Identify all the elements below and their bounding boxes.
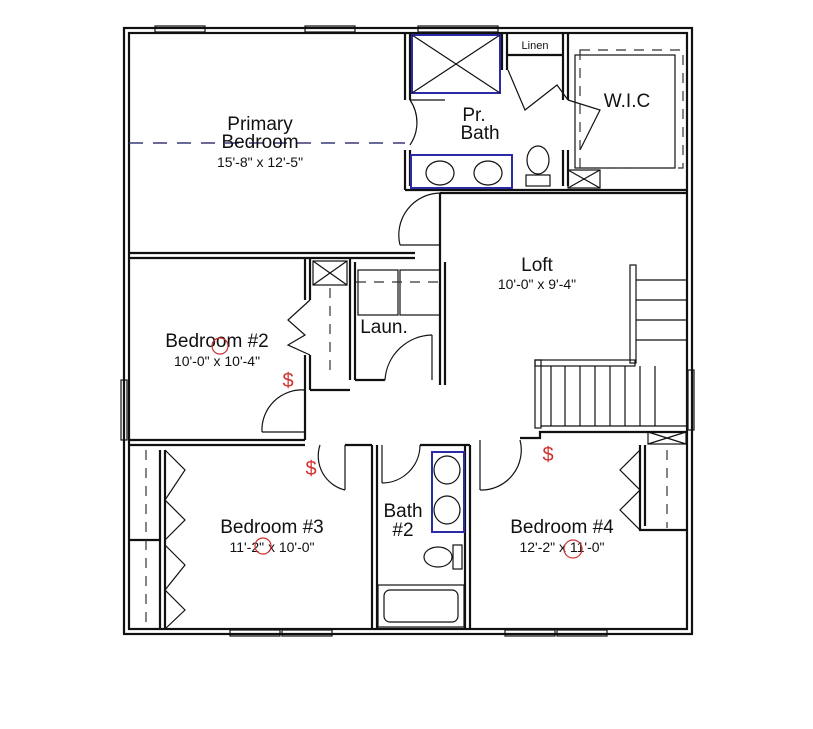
bedroom3-dims: 11'-2" x 10'-0": [229, 539, 314, 555]
bath-fixtures: [377, 34, 551, 628]
staircase: [534, 264, 687, 429]
ceiling-fixture-icon: [254, 537, 272, 555]
bath2-label-2: #2: [392, 520, 413, 541]
bedroom4-dims: 12'-2" x 11'-0": [519, 539, 604, 555]
bedroom2-label: Bedroom #2: [165, 331, 269, 352]
primary-bath-label: Pr.: [462, 105, 485, 126]
bedroom4-label: Bedroom #4: [510, 517, 614, 538]
loft-label: Loft: [521, 255, 553, 276]
linen-label: Linen: [522, 40, 549, 52]
room-labels: Primary Bedroom 15'-8" x 12'-5" Pr. Bath…: [165, 40, 650, 555]
windows: [120, 25, 695, 637]
electrical-annotations: $ $ $: [211, 337, 583, 559]
closet-shelves: [145, 49, 687, 629]
switch-symbol: $: [305, 458, 316, 480]
primary-bedroom-label: Primary: [227, 114, 293, 135]
bedroom2-dims: 10'-0" x 10'-4": [174, 353, 260, 369]
bath2-label: Bath: [383, 501, 422, 522]
primary-bath-label-2: Bath: [460, 123, 499, 144]
primary-bedroom-dims: 15'-8" x 12'-5": [217, 154, 303, 170]
switch-symbol: $: [542, 444, 553, 466]
primary-bedroom-label-2: Bedroom: [221, 132, 298, 153]
wic-label: W.I.C: [604, 91, 650, 112]
ceiling-fixture-icon: [563, 539, 583, 559]
laundry-label: Laun.: [360, 317, 408, 338]
switch-symbol: $: [282, 370, 293, 392]
ceiling-fixture-icon: [211, 337, 229, 355]
exterior-walls: [122, 26, 694, 636]
loft-dims: 10'-0" x 9'-4": [498, 276, 576, 292]
door-swings: [164, 69, 641, 630]
bedroom3-label: Bedroom #3: [220, 517, 324, 538]
